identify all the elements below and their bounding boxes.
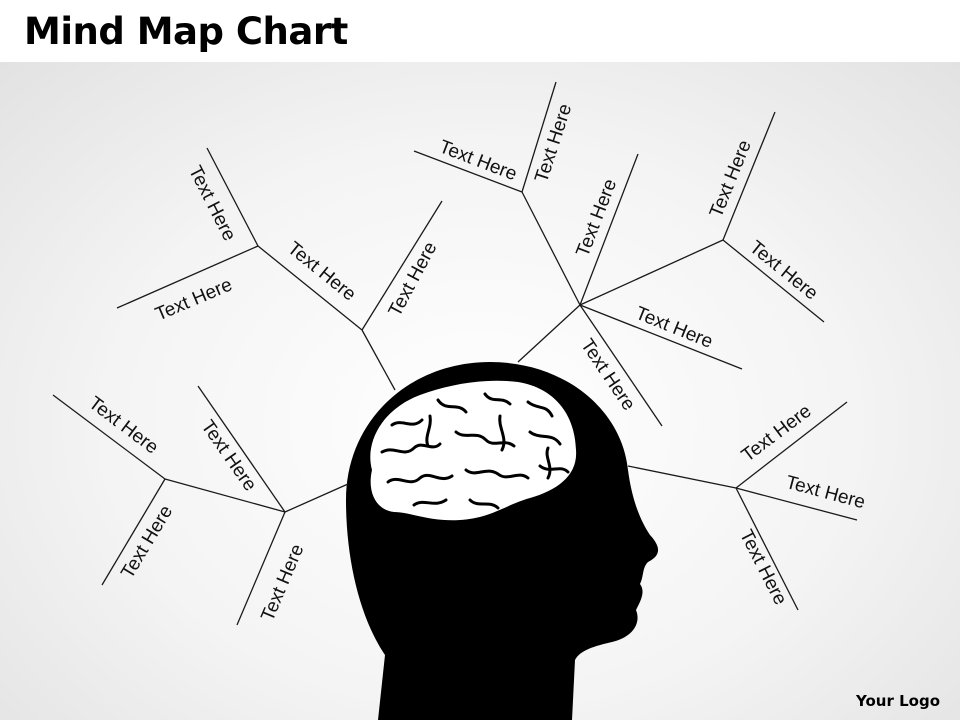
branch-d-stem [627,465,737,489]
branch-b-line [722,111,776,241]
branch-a-line [361,200,443,331]
branch-c-line [164,478,286,513]
node-label: Text Here [117,502,177,583]
node-label: Text Here [632,303,715,353]
branch-a-stem [361,329,396,391]
title-band: Mind Map Chart [0,0,960,62]
branch-c-line [52,394,166,480]
branch-d-line [735,487,858,521]
branch-c-stem [284,483,349,513]
logo-placeholder: Your Logo [856,692,940,710]
branch-b-line [579,304,663,427]
node-label: Text Here [745,237,821,304]
slide-title: Mind Map Chart [24,10,348,53]
node-label: Text Here [152,274,235,325]
branch-a-line [257,245,363,331]
branch-b-line [722,239,825,323]
branch-c-line [101,478,166,586]
branch-a-line [116,245,259,309]
node-label: Text Here [184,163,240,245]
branch-c-line [197,385,286,513]
node-label: Text Here [283,238,359,305]
node-label: Text Here [735,527,791,609]
branch-d-line [735,401,848,489]
node-label: Text Here [531,101,576,185]
branch-b-line [579,153,639,306]
node-label: Text Here [783,472,867,513]
branch-b-stem [517,304,581,363]
branch-a-line [206,147,259,247]
node-label: Text Here [257,541,308,624]
branch-c-line [236,511,286,626]
branch-d-line [735,487,799,611]
brain-icon [370,380,577,521]
branch-b-line [579,239,724,306]
branch-b-line [521,191,581,306]
node-label: Text Here [85,393,163,459]
node-label: Text Here [436,136,519,185]
branch-b-line [521,81,557,193]
branch-b-line [413,150,523,193]
branch-b-line [579,304,743,370]
branch-lines [52,81,858,626]
node-label: Text Here [197,417,261,496]
